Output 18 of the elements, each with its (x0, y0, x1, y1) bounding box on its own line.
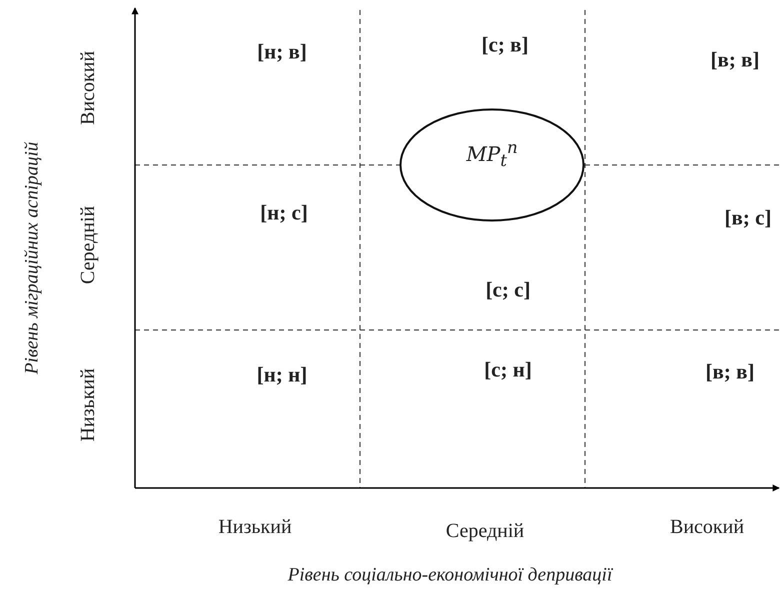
cell-label: [в; в] (710, 50, 760, 70)
cell-label: [с; н] (484, 360, 532, 380)
axis-tick-label: Високий (78, 50, 98, 126)
cell-label: [н; с] (260, 202, 308, 224)
cell-label: [с; в] (482, 34, 528, 56)
axis-tick-label: Низький (218, 517, 292, 537)
cell-label: [с; с] (486, 280, 530, 300)
axis-title: Рівень міграційних аспірацій (22, 142, 42, 374)
axis-title: Рівень соціально-економічної депривації (288, 566, 612, 584)
ellipse-node (399, 108, 585, 222)
cell-label: [н; в] (257, 42, 307, 62)
cell-label: [в; в] (706, 362, 754, 382)
axis-tick-label: Високий (670, 517, 744, 537)
axis-tick-label: Середній (446, 521, 524, 541)
axis-tick-label: Середній (78, 206, 98, 284)
cell-label: [в; с] (724, 208, 772, 228)
axis-tick-label: Низький (78, 368, 98, 442)
cell-label: [н; н] (256, 364, 308, 386)
